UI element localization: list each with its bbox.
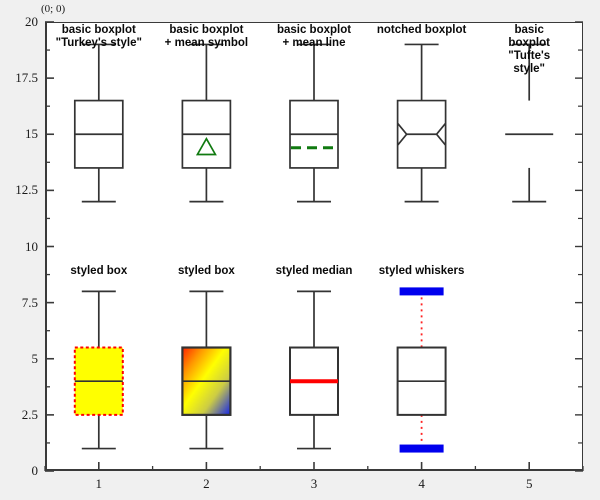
- y-axis-tick-label: 15: [25, 126, 38, 142]
- x-axis-tick-label: 2: [203, 476, 210, 491]
- y-axis-tick-label: 2.5: [21, 406, 38, 422]
- y-axis-tick-label: 0: [31, 463, 39, 478]
- y-axis-tick-label: 12.5: [15, 182, 38, 198]
- bottom-series-caption: styled whiskers: [378, 265, 465, 277]
- x-axis-tick-label: 3: [310, 476, 318, 491]
- top-series-caption: basic boxplot + mean line: [276, 24, 352, 49]
- x-axis-tick-label: 1: [95, 476, 103, 491]
- y-axis-tick-label: 20: [25, 14, 38, 29]
- plot-frame: [45, 22, 583, 471]
- bottom-series-caption: styled box: [177, 265, 235, 277]
- x-axis-tick-label: 5: [525, 476, 533, 491]
- y-axis-tick-label: 17.5: [15, 70, 38, 86]
- y-axis-tick-label: 5: [31, 350, 39, 366]
- bottom-series-caption: styled box: [70, 265, 128, 277]
- top-series-caption: basic boxplot + mean symbol: [164, 24, 249, 49]
- origin-coordinate-label: (0; 0): [41, 3, 66, 15]
- y-axis-tick-label: 7.5: [21, 294, 38, 310]
- bottom-series-caption: styled median: [275, 265, 353, 277]
- x-axis-tick-label: 4: [418, 476, 425, 491]
- top-series-caption: notched boxplot: [376, 24, 467, 36]
- top-series-caption: basic boxplot "Tufte's style": [508, 24, 551, 75]
- y-axis-tick-label: 10: [25, 238, 38, 254]
- top-series-caption: basic boxplot "Turkey's style": [55, 24, 142, 49]
